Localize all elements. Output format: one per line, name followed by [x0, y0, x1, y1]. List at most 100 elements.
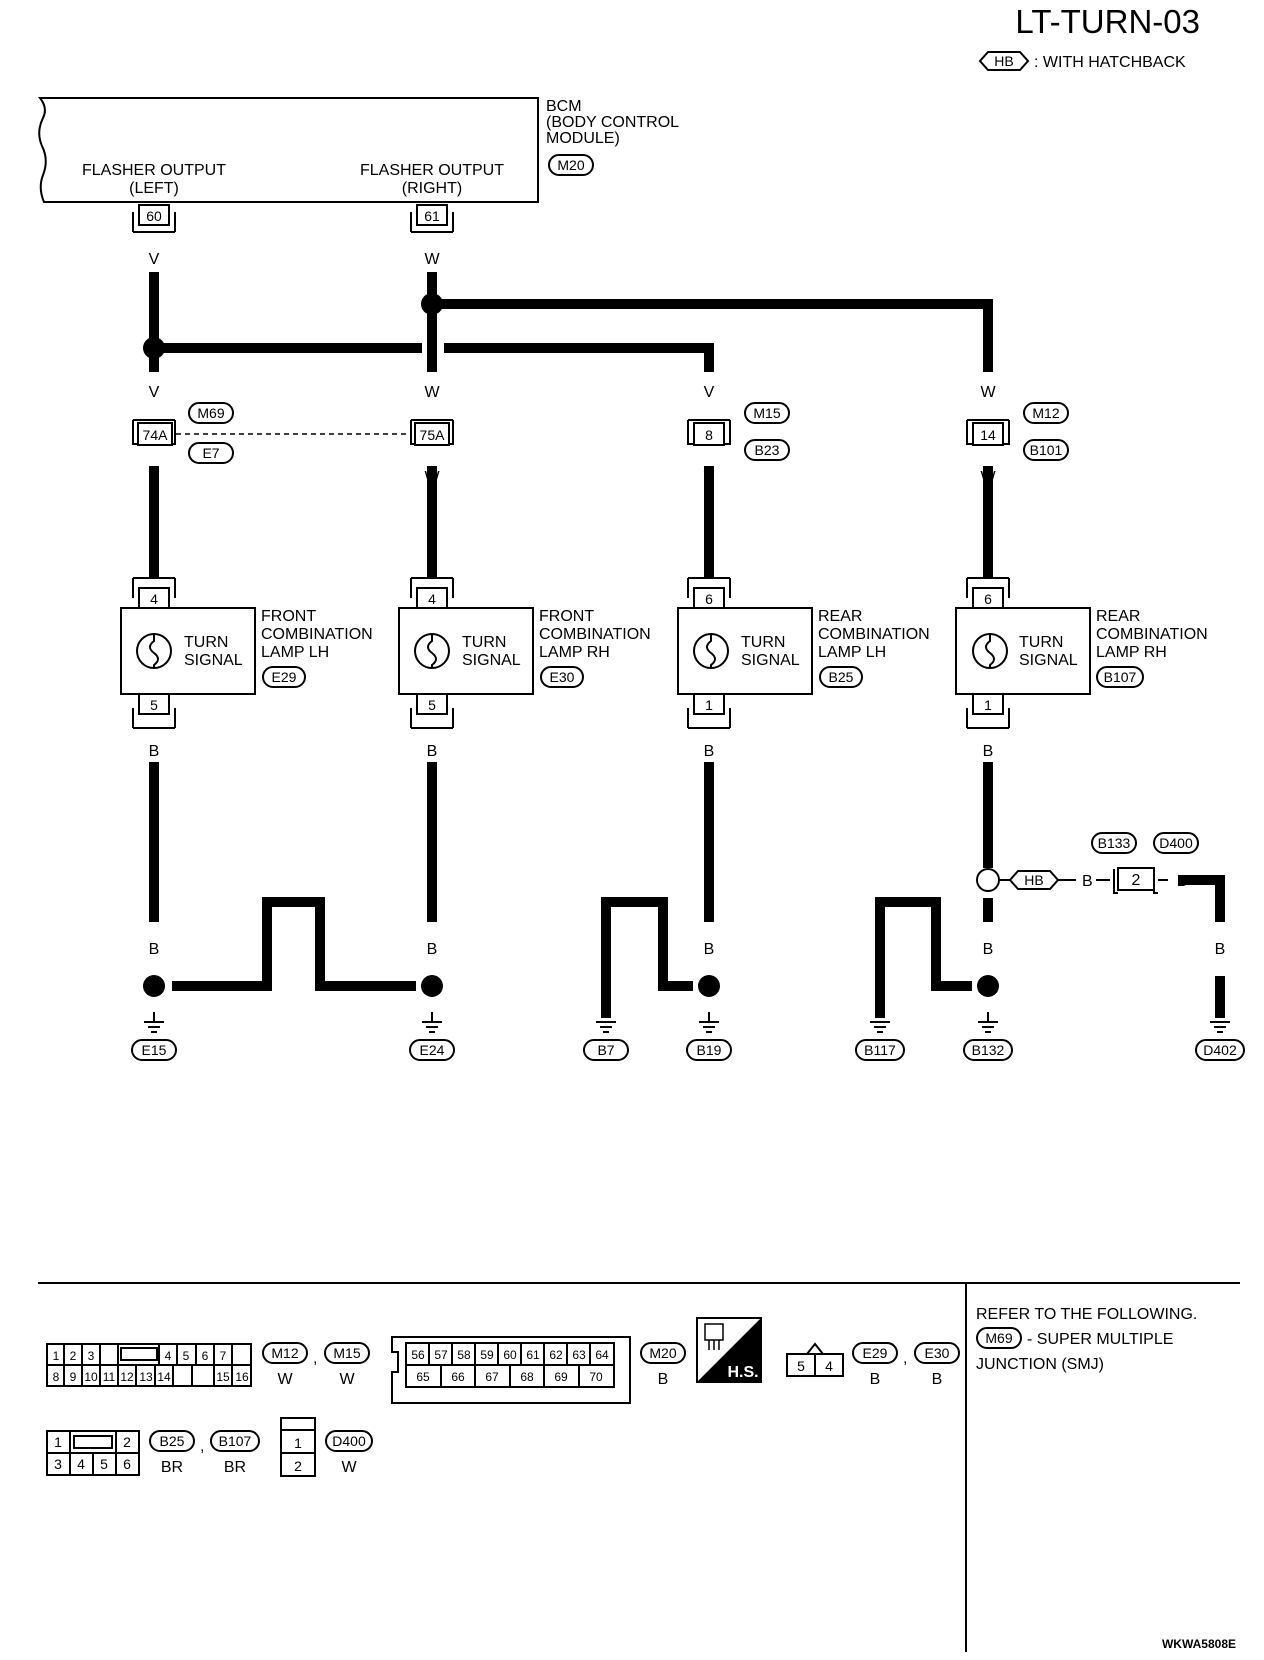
wire-color-label: B [983, 743, 994, 760]
svg-text:W: W [277, 1371, 293, 1388]
connector-tag-e7: E7 [188, 442, 234, 464]
wire-color-label: B [427, 743, 438, 760]
svg-text:61: 61 [424, 208, 440, 224]
wire-color-label: B [315, 941, 326, 958]
svg-text:1: 1 [53, 1349, 60, 1363]
splice-dot-v [143, 337, 165, 359]
svg-text:B: B [870, 1371, 881, 1388]
svg-text:HB: HB [1024, 872, 1043, 888]
bcm-module: BCM (BODY CONTROL MODULE) M20 FLASHER OU… [37, 97, 679, 203]
svg-text:70: 70 [589, 1370, 603, 1384]
bcm-connector-tag-shape [548, 154, 594, 176]
svg-text:B7: B7 [597, 1042, 614, 1058]
wire-color-label: B [262, 941, 273, 958]
svg-text:66: 66 [451, 1370, 465, 1384]
svg-text:FRONT: FRONT [261, 608, 316, 625]
svg-text:13: 13 [139, 1370, 153, 1384]
svg-text:1: 1 [984, 697, 992, 713]
ground-tag-b117: B117 [855, 1039, 905, 1061]
svg-text:64: 64 [595, 1348, 609, 1362]
connector-view-m12-m15: 1 2 3 4 5 6 7 8 9 10 11 12 13 14 15 16 M… [46, 1342, 370, 1388]
lamp-rear-lh: 6 TURN SIGNAL 1 REAR COMBINATION LAMP LH… [677, 577, 930, 729]
svg-text:B: B [1082, 873, 1093, 890]
svg-text:58: 58 [457, 1348, 471, 1362]
wire-color-label: W [980, 469, 996, 486]
svg-text:60: 60 [503, 1348, 517, 1362]
bulb-filament-icon [427, 634, 437, 668]
svg-text:5: 5 [150, 697, 158, 713]
connector-view-b25-b107: 1 2 3 4 5 6 B25 , B107 BR BR [46, 1430, 260, 1476]
svg-text:COMBINATION: COMBINATION [1096, 626, 1208, 643]
svg-text:B23: B23 [755, 442, 780, 458]
bcm-right-output-1: FLASHER OUTPUT [360, 162, 504, 179]
bcm-connector-tag: M20 [557, 157, 584, 173]
svg-text:B: B [1177, 873, 1188, 890]
svg-text:7: 7 [220, 1349, 227, 1363]
svg-text:16: 16 [235, 1370, 249, 1384]
svg-text:SIGNAL: SIGNAL [184, 652, 243, 669]
svg-text:COMBINATION: COMBINATION [261, 626, 373, 643]
svg-text:LAMP LH: LAMP LH [818, 644, 886, 661]
svg-text:67: 67 [485, 1370, 499, 1384]
svg-text:SIGNAL: SIGNAL [741, 652, 800, 669]
svg-text:B25: B25 [160, 1433, 185, 1449]
wire-color-label: W [424, 469, 440, 486]
section-divider [38, 1282, 1240, 1652]
svg-text:E30: E30 [925, 1345, 950, 1361]
svg-text:E15: E15 [142, 1042, 167, 1058]
svg-text:M12: M12 [1032, 405, 1059, 421]
svg-text:W: W [341, 1459, 357, 1476]
junction-8: 8 [687, 419, 731, 446]
wire-color-label: V [149, 384, 160, 401]
svg-text:LAMP RH: LAMP RH [539, 644, 610, 661]
svg-text:B107: B107 [1104, 669, 1137, 685]
svg-text:56: 56 [411, 1348, 425, 1362]
bulb-filament-icon [706, 634, 716, 668]
connector-tag-b101: B101 [1023, 439, 1069, 461]
wire-color-label: B [149, 941, 160, 958]
lamp-rear-rh: 6 TURN SIGNAL 1 REAR COMBINATION LAMP RH… [955, 577, 1208, 729]
connector-tag-b23: B23 [744, 439, 790, 461]
svg-text:2: 2 [1132, 872, 1141, 889]
svg-text:3: 3 [54, 1456, 62, 1472]
svg-text:BR: BR [224, 1459, 246, 1476]
bulb-filament-icon [149, 634, 159, 668]
svg-text:1: 1 [54, 1434, 62, 1450]
svg-text:5: 5 [183, 1349, 190, 1363]
wire-color-label: B [931, 941, 942, 958]
hatchback-legend: HB : WITH HATCHBACK [978, 51, 1186, 71]
connector-tag-m12: M12 [1023, 402, 1069, 424]
junction-14: 14 [966, 419, 1010, 446]
svg-text:TURN: TURN [741, 634, 785, 651]
svg-text:2: 2 [70, 1349, 77, 1363]
bcm-left-output-1: FLASHER OUTPUT [82, 162, 226, 179]
svg-text:2: 2 [123, 1434, 131, 1450]
wire-color-label: V [149, 469, 160, 486]
svg-text:61: 61 [526, 1348, 540, 1362]
svg-text:B: B [932, 1371, 943, 1388]
upper-wires [149, 272, 993, 578]
svg-text:11: 11 [103, 1370, 116, 1384]
svg-text:B107: B107 [219, 1433, 252, 1449]
svg-text:57: 57 [434, 1348, 448, 1362]
svg-text:6: 6 [705, 591, 713, 607]
svg-text:TURN: TURN [462, 634, 506, 651]
svg-text:8: 8 [705, 427, 713, 443]
wire-color-label: V [704, 384, 715, 401]
svg-text:D400: D400 [332, 1433, 366, 1449]
svg-text:68: 68 [520, 1370, 534, 1384]
svg-text:75A: 75A [420, 427, 446, 443]
ground-splice-dot [977, 975, 999, 997]
lamp-front-rh: 4 TURN SIGNAL 5 FRONT COMBINATION LAMP R… [398, 577, 651, 729]
svg-text:B19: B19 [697, 1042, 722, 1058]
svg-text:M20: M20 [649, 1345, 676, 1361]
svg-text:,: , [903, 1350, 907, 1367]
svg-text:1: 1 [294, 1435, 302, 1451]
svg-text:E29: E29 [272, 669, 297, 685]
svg-text:5: 5 [428, 697, 436, 713]
svg-text:TURN: TURN [1019, 634, 1063, 651]
ground-tag-e24: E24 [409, 1039, 455, 1061]
bcm-box [37, 97, 539, 203]
wire-color-label: B [427, 941, 438, 958]
svg-text:8: 8 [53, 1370, 60, 1384]
